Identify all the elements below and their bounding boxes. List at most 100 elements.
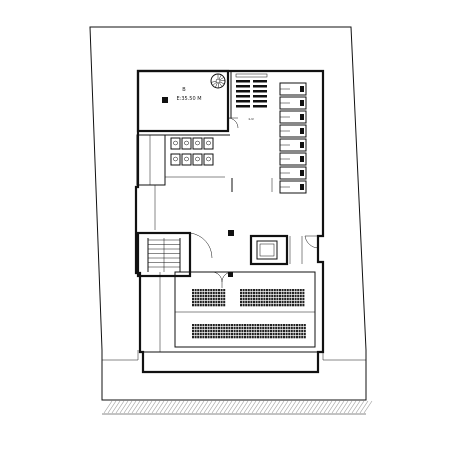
road-hatch-stroke <box>131 400 141 414</box>
seat <box>246 333 249 336</box>
seat <box>210 289 213 292</box>
seat <box>297 289 300 292</box>
seat <box>223 295 226 298</box>
desk-grid <box>235 73 268 108</box>
seat <box>220 324 223 327</box>
seat <box>270 327 272 330</box>
road-hatch-stroke <box>199 400 209 414</box>
seat <box>192 289 194 292</box>
desk <box>236 95 250 98</box>
seat <box>289 292 292 295</box>
seat <box>192 333 194 336</box>
road-hatch-stroke <box>259 400 269 414</box>
seat <box>228 324 231 327</box>
seat <box>231 330 233 333</box>
seat <box>244 336 246 339</box>
seat <box>210 333 213 336</box>
seat <box>263 292 266 295</box>
seat <box>210 304 213 307</box>
toilet-fixture <box>173 156 178 162</box>
road-hatch-stroke <box>135 400 145 414</box>
seat <box>202 292 205 295</box>
desk <box>253 85 267 88</box>
spiral-step <box>211 81 217 83</box>
seat <box>242 289 245 292</box>
seat <box>263 304 266 307</box>
seat <box>267 333 270 336</box>
road-hatch-stroke <box>355 400 365 414</box>
road-hatch-stroke <box>351 400 361 414</box>
seat <box>272 324 275 327</box>
seat <box>294 301 297 304</box>
seat <box>294 304 297 307</box>
road-hatch-stroke <box>243 400 253 414</box>
seat <box>272 333 275 336</box>
seat <box>246 330 249 333</box>
seat <box>296 327 298 330</box>
seat <box>284 289 287 292</box>
seat <box>281 289 284 292</box>
seat <box>220 330 223 333</box>
seat <box>285 336 288 339</box>
seat <box>298 333 301 336</box>
seat <box>259 327 262 330</box>
seat <box>207 292 210 295</box>
road-hatch-stroke <box>171 400 181 414</box>
seat <box>286 292 289 295</box>
road-hatch-stroke <box>275 400 285 414</box>
seat <box>279 298 281 301</box>
road-hatch-stroke <box>115 400 125 414</box>
seat <box>298 327 301 330</box>
seat <box>254 333 257 336</box>
seat <box>292 295 294 298</box>
toilet-fixture <box>206 140 211 146</box>
seat <box>207 330 210 333</box>
road-hatch-stroke <box>299 400 309 414</box>
toilet-fixture <box>173 140 178 146</box>
seat <box>277 336 280 339</box>
seat <box>280 327 283 330</box>
seat <box>241 333 244 336</box>
seat <box>223 289 226 292</box>
seat <box>194 295 197 298</box>
seat <box>288 336 291 339</box>
seat <box>199 301 202 304</box>
seat <box>247 295 250 298</box>
seat <box>284 301 287 304</box>
desk <box>236 85 250 88</box>
seat <box>240 304 242 307</box>
seat <box>303 333 306 336</box>
elevator-core <box>249 234 303 266</box>
seat <box>205 295 207 298</box>
seat <box>255 292 258 295</box>
seat <box>253 289 255 292</box>
seat <box>205 324 207 327</box>
spiral-step <box>212 82 217 86</box>
seat <box>267 336 270 339</box>
seat <box>199 336 202 339</box>
seat <box>303 327 306 330</box>
seat <box>238 324 241 327</box>
seat <box>259 336 262 339</box>
lower-hall-door-r <box>221 271 233 283</box>
seat <box>270 330 272 333</box>
seat <box>280 336 283 339</box>
seat <box>298 336 301 339</box>
seat <box>266 295 268 298</box>
seat <box>299 301 302 304</box>
road-hatch-stroke <box>263 400 273 414</box>
seat <box>298 330 301 333</box>
seat <box>241 324 244 327</box>
seat <box>268 304 271 307</box>
seat <box>299 298 302 301</box>
seat <box>205 327 207 330</box>
seat <box>245 301 248 304</box>
seat <box>199 289 202 292</box>
road-hatch-stroke <box>327 400 337 414</box>
seat <box>259 324 262 327</box>
seat <box>292 292 294 295</box>
seat <box>283 324 285 327</box>
road-hatch-stroke <box>247 400 257 414</box>
seat <box>302 292 305 295</box>
seat <box>258 289 261 292</box>
